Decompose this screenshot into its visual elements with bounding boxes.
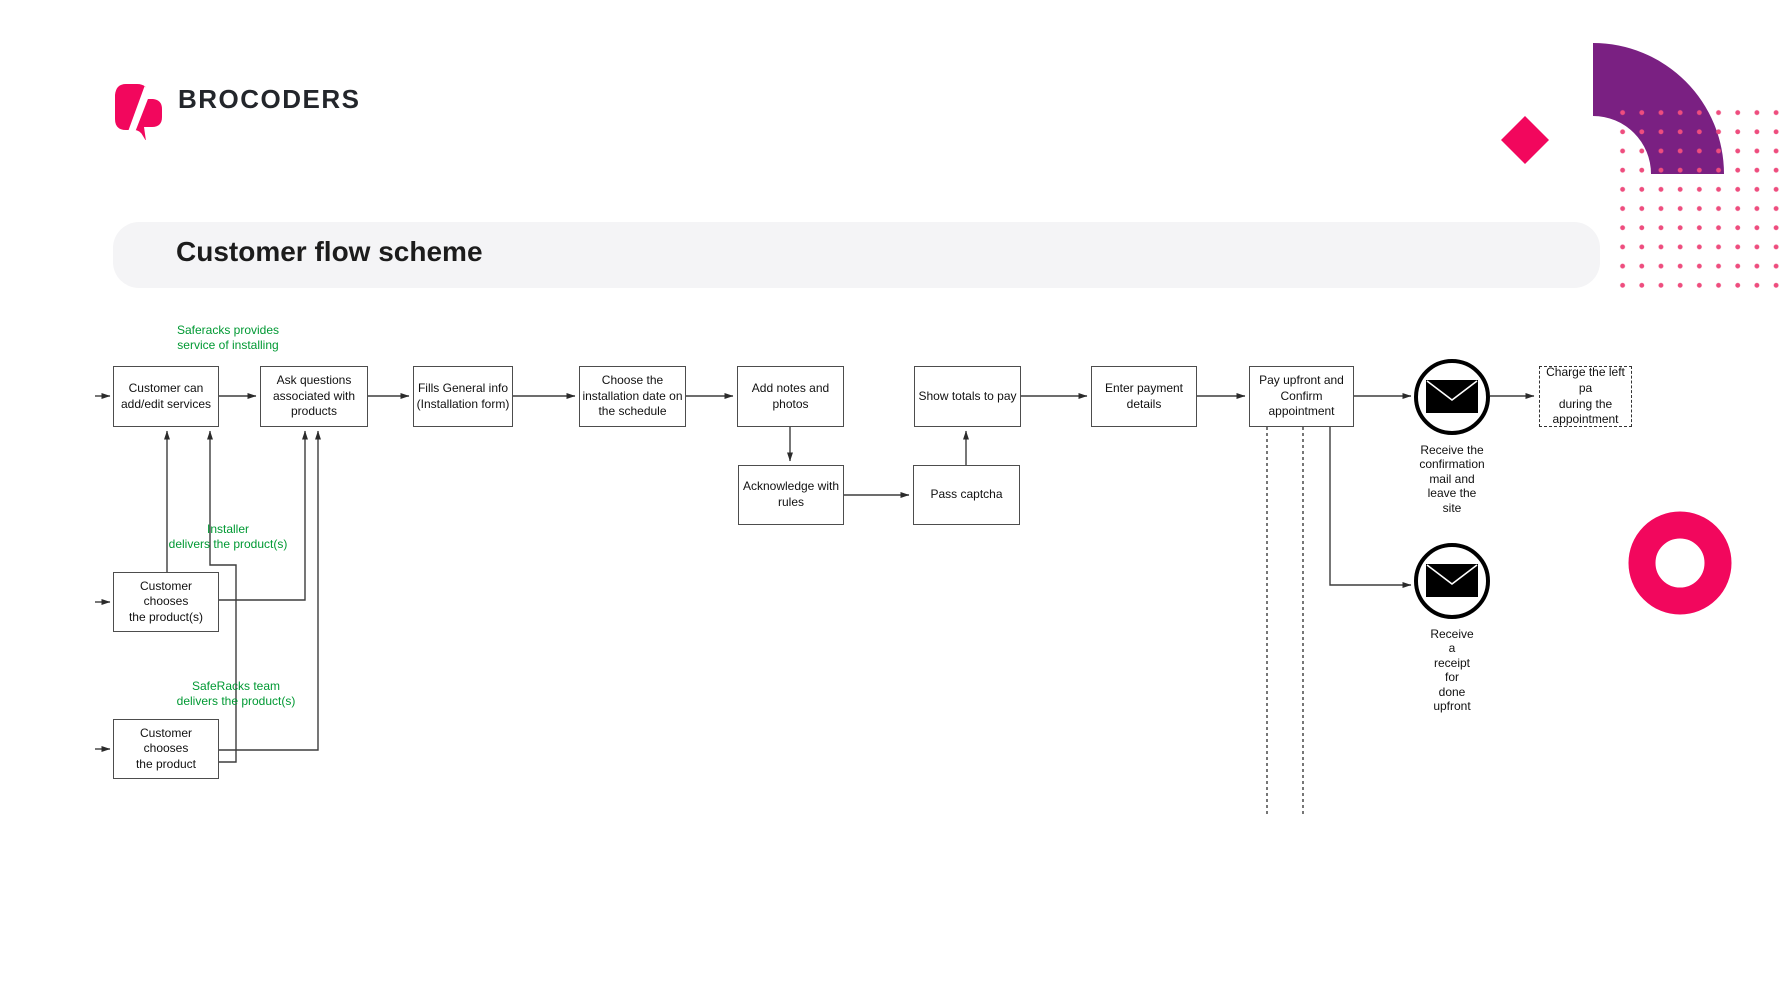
annotation-saferacks-service: Saferacks provides service of installing: [176, 323, 280, 352]
node-ask-questions: Ask questions associated with products: [260, 366, 368, 427]
node-charge-left-payment: Charge the left pa during the appointmen…: [1539, 365, 1632, 427]
node-fills-general-info: Fills General info (Installation form): [413, 366, 513, 427]
brocoders-logo-icon[interactable]: [112, 72, 168, 140]
dot-grid-pattern: [1613, 103, 1779, 295]
caption-receive-receipt: Receive a receipt for done upfront: [1430, 627, 1474, 713]
title-banner: [113, 222, 1600, 288]
diamond-shape: [1501, 116, 1549, 164]
donut-shape: [1628, 511, 1732, 615]
annotation-saferacks-delivers: SafeRacks team delivers the product(s): [176, 679, 296, 708]
annotation-installer-delivers: Installer delivers the product(s): [168, 522, 288, 551]
receipt-mail-node: [1414, 543, 1490, 619]
arrow-product-services: [207, 430, 237, 763]
node-acknowledge-rules: Acknowledge with rules: [738, 465, 844, 525]
envelope-icon: [1426, 564, 1478, 597]
page-title: Customer flow scheme: [176, 236, 483, 267]
node-add-notes-photos: Add notes and photos: [737, 366, 844, 427]
caption-receive-confirmation: Receive the confirmation mail and leave …: [1419, 443, 1485, 515]
node-customer-add-edit-services: Customer can add/edit services: [113, 366, 219, 427]
node-show-totals: Show totals to pay: [914, 366, 1021, 427]
arrow-upfront-receipt: [1329, 427, 1412, 588]
arrow-products-questions: [219, 430, 308, 601]
logo-svg: [115, 84, 162, 140]
envelope-icon: [1426, 380, 1478, 413]
node-customer-chooses-products: Customer chooses the product(s): [113, 572, 219, 632]
node-enter-payment-details: Enter payment details: [1091, 366, 1197, 427]
arrow-product-questions: [219, 430, 321, 751]
node-pass-captcha: Pass captcha: [913, 465, 1020, 525]
logo-slash: [127, 86, 152, 134]
brand-wordmark[interactable]: BROCODERS: [178, 84, 361, 114]
node-pay-upfront-confirm: Pay upfront and Confirm appointment: [1249, 366, 1354, 427]
confirmation-mail-node: [1414, 359, 1490, 435]
decor-donut: [1628, 511, 1732, 615]
connector-group: [95, 393, 1535, 815]
node-customer-chooses-product: Customer chooses the product: [113, 719, 219, 779]
node-choose-installation-date: Choose the installation date on the sche…: [579, 366, 686, 427]
